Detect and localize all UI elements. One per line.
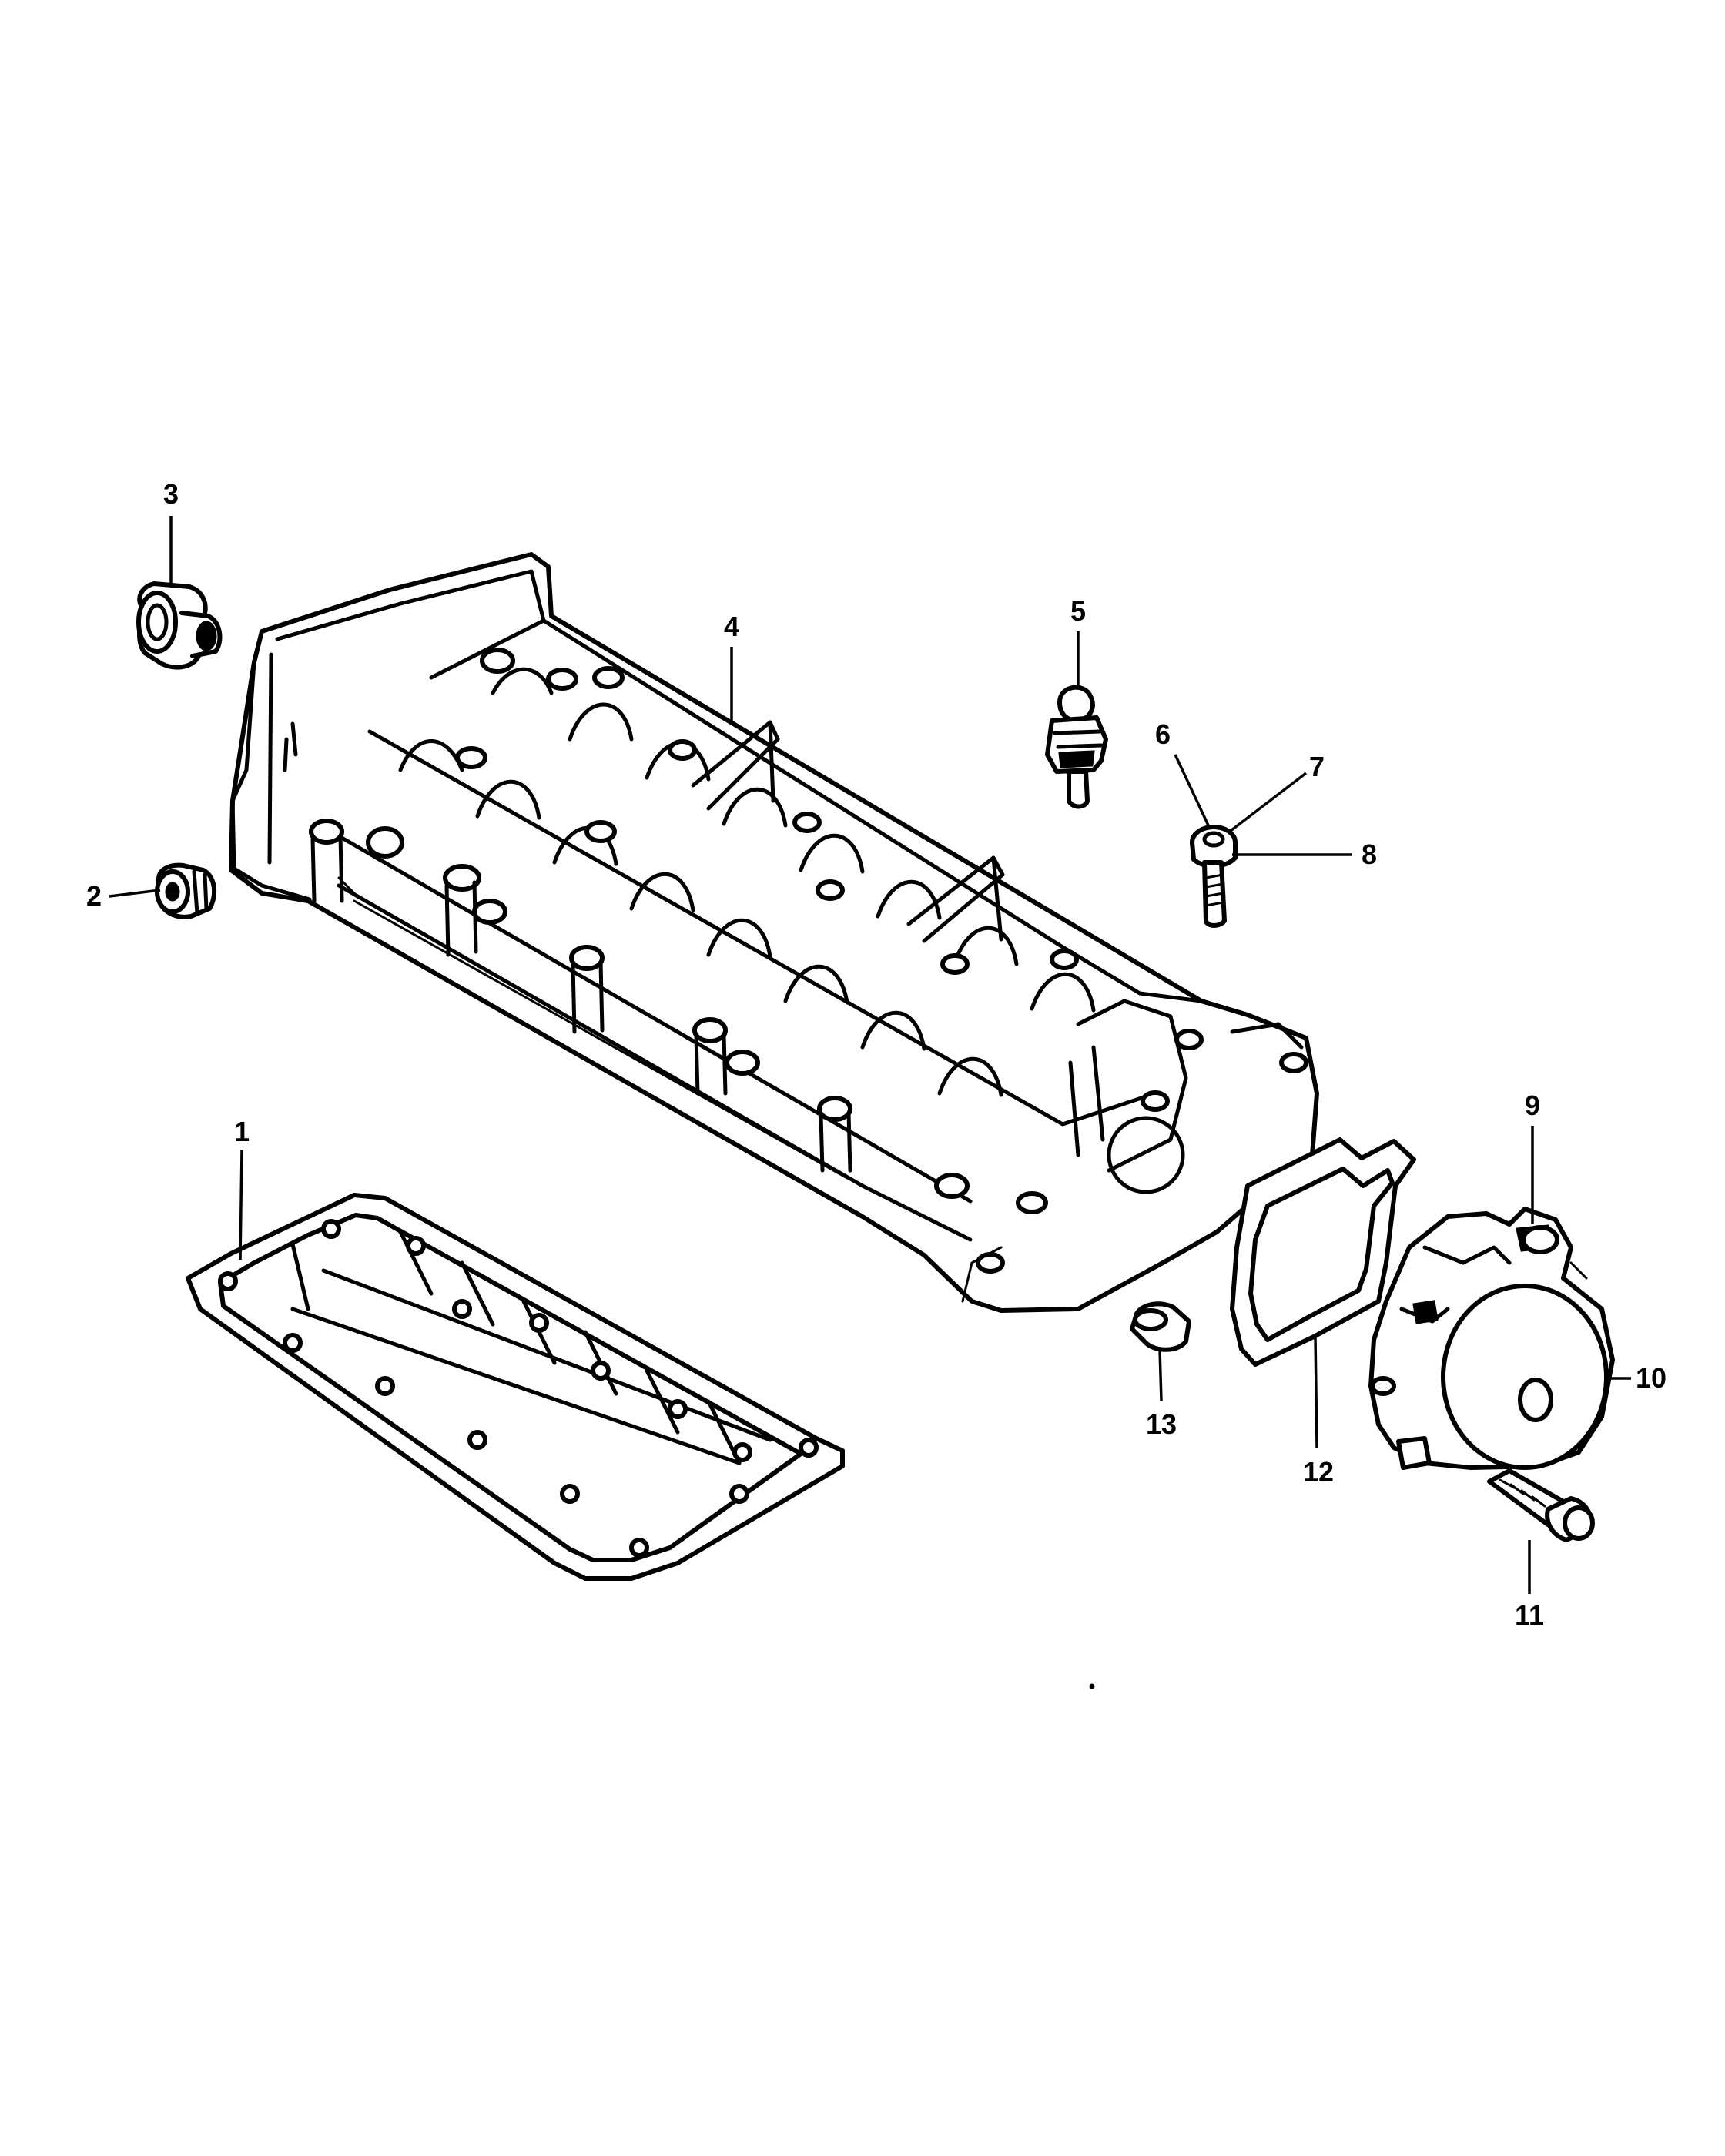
part-4-camshaft-carrier — [229, 552, 1319, 1313]
callout-1: 1 — [234, 1116, 250, 1147]
carrier-bolt-bosses — [309, 648, 1308, 1274]
callout-9: 9 — [1525, 1090, 1540, 1121]
part-1-gasket — [186, 1193, 845, 1581]
part-2-plug — [155, 862, 217, 919]
part-12-gasket — [1230, 1137, 1416, 1367]
callout-labels: 1 2 3 4 5 6 7 8 9 10 11 12 13 — [86, 478, 1666, 1631]
leader-lines — [109, 516, 1631, 1594]
part-6-7-8-bolt — [1190, 825, 1238, 928]
gasket-bolt-holes — [218, 1219, 819, 1558]
part-10-vacuum-pump — [1368, 1207, 1615, 1470]
callout-10: 10 — [1636, 1362, 1666, 1394]
part-13-bush — [1130, 1301, 1191, 1352]
callout-3: 3 — [163, 478, 179, 510]
callout-4: 4 — [724, 611, 739, 642]
callout-2: 2 — [86, 880, 102, 912]
callout-11: 11 — [1515, 1599, 1544, 1631]
callout-7: 7 — [1309, 751, 1325, 782]
callout-12: 12 — [1303, 1456, 1334, 1488]
part-11-bolt — [1487, 1468, 1595, 1542]
part-5-sensor — [1045, 685, 1108, 809]
stray-dot — [1089, 1683, 1095, 1689]
part-3-plug — [136, 581, 223, 670]
callout-8: 8 — [1362, 839, 1377, 870]
callout-6: 6 — [1155, 718, 1171, 750]
callout-5: 5 — [1070, 595, 1086, 627]
callout-13: 13 — [1146, 1408, 1177, 1440]
